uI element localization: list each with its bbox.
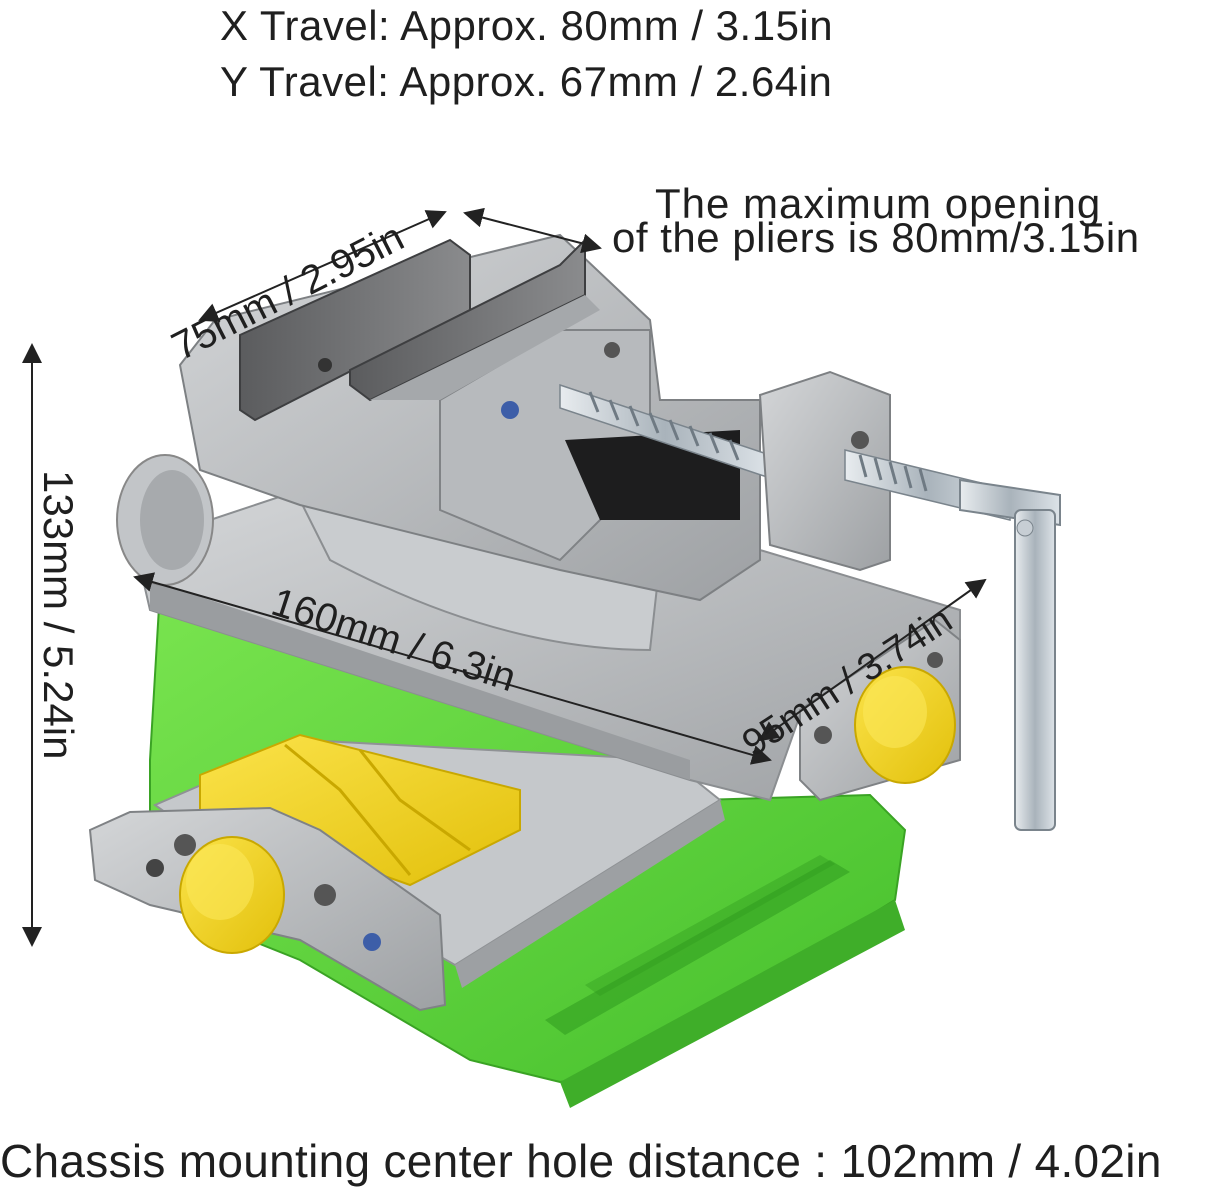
max-opening-line2: of the pliers is 80mm/3.15in [612,214,1140,261]
chassis-hole-distance: Chassis mounting center hole distance : … [0,1135,1162,1187]
rear-screw-block [758,370,891,572]
moving-jaw [349,237,620,419]
crank-handle [959,478,1061,831]
max-opening-line1: The maximum opening [655,180,1102,227]
yellow-knob-front [179,836,285,954]
y-travel-label: Y Travel: Approx. 67mm / 2.64in [220,58,833,105]
arrow-opening [463,207,602,254]
arrow-jaw-width [198,210,447,322]
height-dimension: 133mm / 5.24in [35,470,82,760]
arrow-table-width [758,578,987,742]
swivel-dial [116,454,214,586]
x-travel-label: X Travel: Approx. 80mm / 3.15in [220,2,834,49]
arrow-table-length [133,572,772,765]
